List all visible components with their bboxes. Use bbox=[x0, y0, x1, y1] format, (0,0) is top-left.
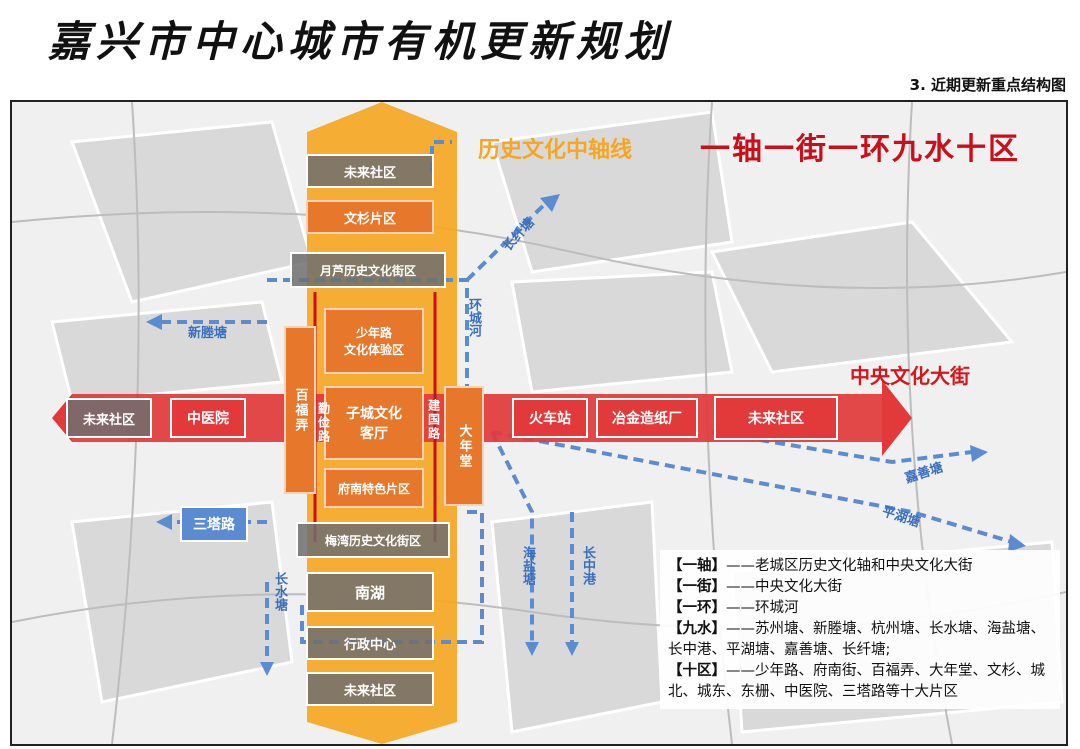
page-title: 嘉兴市中心城市有机更新规划 bbox=[48, 17, 673, 66]
core-box-zicheng[interactable]: 子城文化 客厅 bbox=[324, 386, 424, 460]
road-label-qinjian: 勤俭路 bbox=[316, 402, 331, 444]
north-box-wenshan[interactable]: 文杉片区 bbox=[306, 200, 434, 234]
street-heading: 中央文化大街 bbox=[850, 364, 970, 388]
road-label-jianguo: 建国路 bbox=[426, 399, 441, 441]
section-label: 3. 近期更新重点结构图 bbox=[909, 76, 1066, 94]
river-label-huancheng: 环城河 bbox=[466, 298, 481, 337]
legend-panel: 【一轴】——老城区历史文化轴和中央文化大街 【一街】——中央文化大街 【一环】—… bbox=[660, 550, 1060, 709]
legend-row-ring: 【一环】——环城河 bbox=[668, 600, 799, 616]
river-label-xincheng: 新塍塘 bbox=[188, 326, 228, 341]
core-box-shaonian[interactable]: 少年路 文化体验区 bbox=[324, 308, 424, 374]
north-box-yuelu[interactable]: 月芦历史文化街区 bbox=[290, 252, 446, 288]
legend-row-street: 【一街】——中央文化大街 bbox=[668, 579, 842, 595]
west-box-future-community[interactable]: 未来社区 bbox=[66, 398, 152, 438]
north-box-future-community[interactable]: 未来社区 bbox=[306, 154, 434, 188]
legend-row-ten-districts: 【十区】——少年路、府南街、百福弄、大年堂、文杉、城北、城东、东栅、中医院、三塔… bbox=[668, 663, 1045, 700]
axis-heading: 历史文化中轴线 bbox=[478, 138, 633, 163]
south-box-future-community[interactable]: 未来社区 bbox=[306, 672, 434, 706]
river-label-changzhong: 长中港 bbox=[580, 546, 595, 585]
core-box-baifu[interactable]: 百福弄 bbox=[284, 326, 316, 494]
river-label-haiyan: 海盐塘 bbox=[520, 546, 535, 585]
core-box-funan[interactable]: 府南特色片区 bbox=[324, 468, 424, 508]
south-box-nanhu[interactable]: 南湖 bbox=[306, 572, 434, 612]
south-box-admin-center[interactable]: 行政中心 bbox=[306, 626, 434, 660]
east-box-metallurgy-paper[interactable]: 冶金造纸厂 bbox=[596, 398, 698, 438]
legend-row-axis: 【一轴】——老城区历史文化轴和中央文化大街 bbox=[668, 558, 973, 574]
west-box-tcm-hospital[interactable]: 中医院 bbox=[170, 398, 246, 438]
core-box-danian[interactable]: 大年堂 bbox=[444, 386, 484, 506]
west-box-santa-road[interactable]: 三塔路 bbox=[180, 506, 248, 542]
east-box-future-community[interactable]: 未来社区 bbox=[714, 396, 838, 440]
south-box-meiwan[interactable]: 梅湾历史文化街区 bbox=[296, 522, 450, 558]
river-label-changshui: 长水塘 bbox=[272, 572, 287, 611]
headline: 一轴一街一环九水十区 bbox=[700, 132, 1020, 167]
legend-row-nine-waters: 【九水】——苏州塘、新塍塘、杭州塘、长水塘、海盐塘、长中港、平湖塘、嘉善塘、长纤… bbox=[668, 621, 1045, 658]
map-frame: 历史文化中轴线 一轴一街一环九水十区 中央文化大街 未来社区 文杉片区 月芦历史… bbox=[10, 100, 1068, 746]
east-box-train-station[interactable]: 火车站 bbox=[512, 398, 588, 438]
